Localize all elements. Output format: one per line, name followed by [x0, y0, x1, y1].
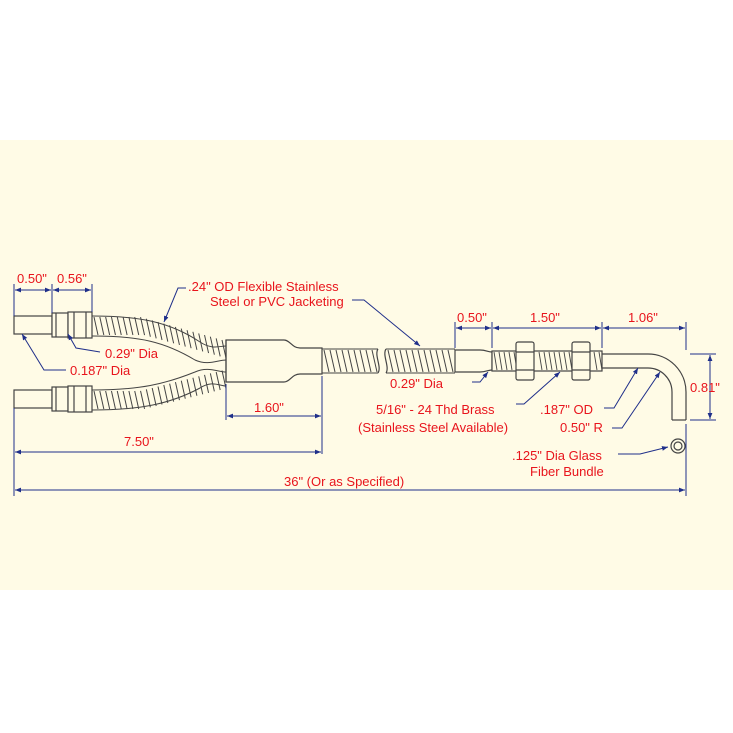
jacketing-label-line2: Steel or PVC Jacketing: [210, 294, 344, 309]
splitter-body: [225, 339, 323, 383]
dim-150-label: 1.50": [530, 310, 560, 325]
dia-029-right-label: 0.29" Dia: [390, 376, 444, 391]
drawing-background: [0, 140, 733, 590]
thread-label-line1: 5/16" - 24 Thd Brass: [376, 402, 495, 417]
dim-081-label: 0.81": [690, 380, 720, 395]
cable-break: [376, 348, 388, 374]
dia-029-left-label: 0.29" Dia: [105, 346, 159, 361]
left-ferrule-bottom: [13, 385, 93, 413]
hex-nut-right: [571, 341, 591, 381]
fiber-bundle-end-view: [670, 438, 686, 454]
fiber-label-line1: .125" Dia Glass: [512, 448, 602, 463]
dim-36-label: 36" (Or as Specified): [284, 474, 404, 489]
tube-od-label: .187" OD: [540, 402, 593, 417]
left-ferrule-top: [13, 311, 93, 339]
dim-056-label: 0.56": [57, 271, 87, 286]
bent-tube: [602, 353, 687, 421]
dimension-lines: [13, 284, 716, 496]
thread-label-line2: (Stainless Steel Available): [358, 420, 508, 435]
dim-750-label: 7.50": [124, 434, 154, 449]
dim-050-right-label: 0.50": [457, 310, 487, 325]
dim-106-label: 1.06": [628, 310, 658, 325]
ferrule-sleeve: [454, 349, 493, 373]
hex-nut-left: [515, 341, 535, 381]
flexible-jacketing: [91, 315, 455, 411]
dia-0187-label: 0.187" Dia: [70, 363, 131, 378]
jacketing-label-line1: .24" OD Flexible Stainless: [188, 279, 339, 294]
bend-radius-label: 0.50" R: [560, 420, 603, 435]
dim-050-left-label: 0.50": [17, 271, 47, 286]
dim-160-label: 1.60": [254, 400, 284, 415]
fiber-label-line2: Fiber Bundle: [530, 464, 604, 479]
